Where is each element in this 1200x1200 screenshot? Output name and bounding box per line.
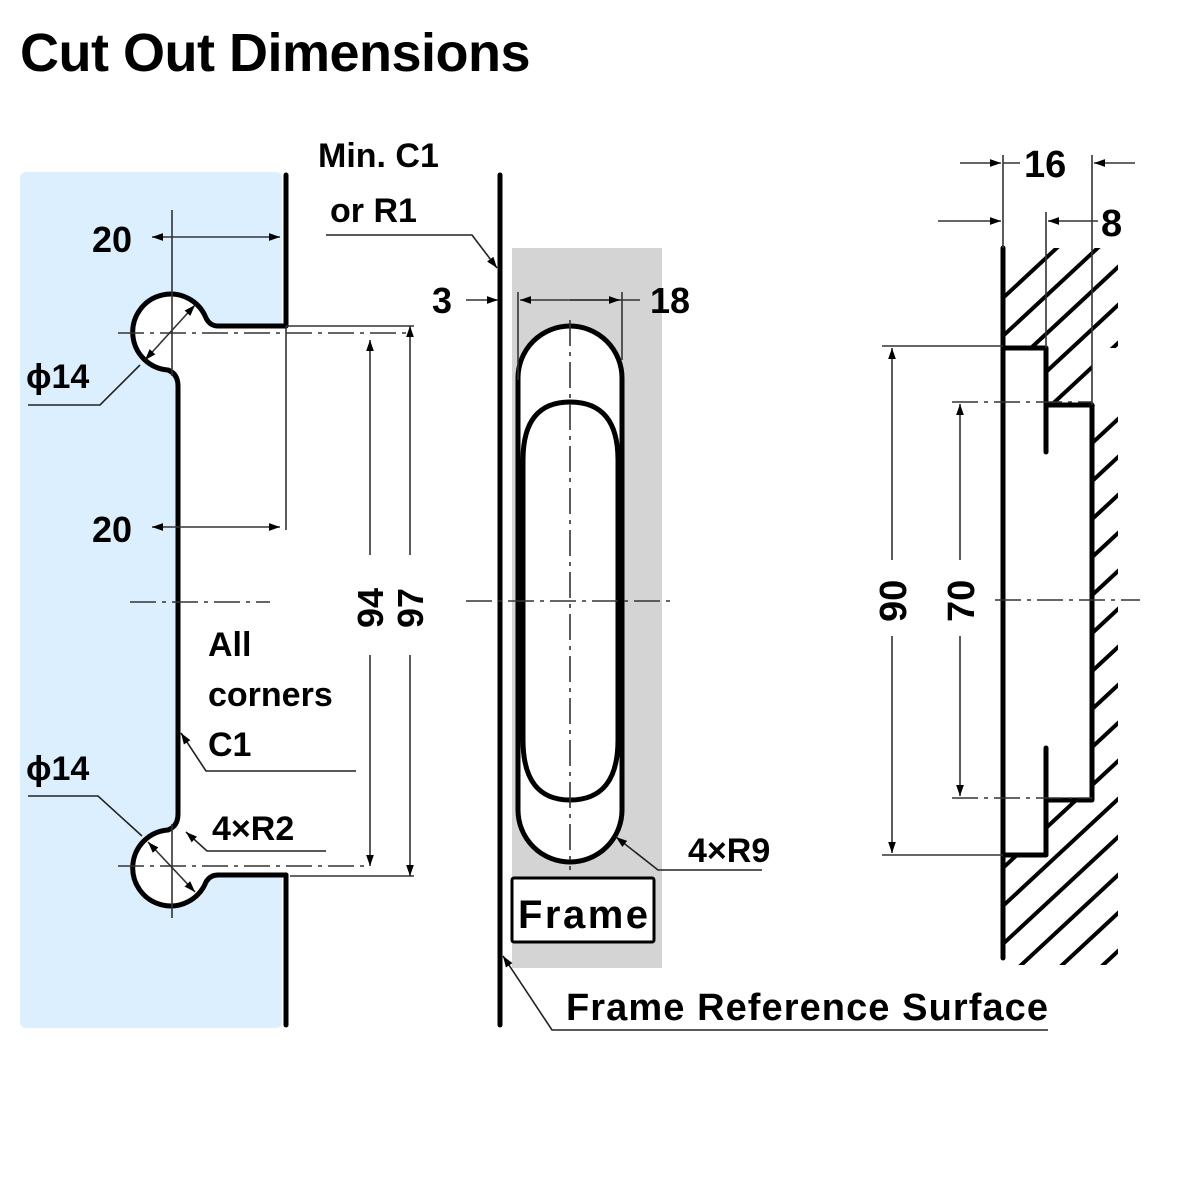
hole-bottom-leader xyxy=(28,795,143,837)
hatch-line xyxy=(990,1092,1130,1200)
hatch-line xyxy=(1092,520,1118,654)
dim-18-label: 18 xyxy=(650,280,690,321)
hatch-region xyxy=(990,405,1130,1200)
dim-97-label: 97 xyxy=(390,588,431,628)
radius-r9-label: 4×R9 xyxy=(688,832,770,870)
section-pocket-step-top xyxy=(1043,402,1095,803)
radius-r9-leader xyxy=(615,836,762,871)
dim-94-label: 94 xyxy=(350,588,391,628)
hatch-line xyxy=(990,1054,1130,1184)
hole-top-leader xyxy=(28,364,141,406)
dim-3-label: 3 xyxy=(432,280,452,321)
section-pocket-top xyxy=(1000,345,1049,455)
hatch-line xyxy=(990,1016,1130,1146)
corner-note-line-1: All xyxy=(208,626,251,664)
hole-bottom-label: ϕ14 xyxy=(26,750,89,788)
chamfer-note-leader xyxy=(326,234,498,269)
frame-view: 3 18 Min. C1 or R1 4×R9 Frame Frame Refe… xyxy=(318,137,1048,1031)
hatch-line xyxy=(1092,672,1118,800)
hatch-line xyxy=(990,370,1130,500)
hatch-line xyxy=(990,1054,1130,1184)
dim-70-label: 70 xyxy=(941,580,983,622)
frame-slot-inner xyxy=(520,399,621,803)
hatch-line xyxy=(1092,748,1118,800)
dim-20-top-label: 20 xyxy=(92,219,132,260)
hatch-line xyxy=(1092,710,1118,800)
hatch-line xyxy=(1092,444,1118,578)
hatch-line xyxy=(1092,482,1118,616)
dim-8-label: 8 xyxy=(1101,203,1122,245)
chamfer-note-line-2: or R1 xyxy=(330,192,417,230)
chamfer-note-line-1: Min. C1 xyxy=(318,137,439,175)
section-pocket-bottom xyxy=(1000,745,1049,858)
reference-surface-leader xyxy=(502,955,1048,1031)
door-cutout-view: 20 20 ϕ14 ϕ14 All corners C1 4×R2 94 97 xyxy=(20,172,431,1028)
dim-20-mid-label: 20 xyxy=(92,509,132,550)
hatch-line xyxy=(1003,824,1118,958)
reference-surface-label: Frame Reference Surface xyxy=(566,987,1048,1029)
corner-note-line-2: corners xyxy=(208,676,333,714)
hatch-line xyxy=(1003,248,1118,350)
radius-r2-label: 4×R2 xyxy=(212,810,294,848)
cutout-pocket xyxy=(178,326,286,875)
section-hatching xyxy=(990,248,1130,1200)
corner-note-leader xyxy=(180,732,356,772)
radius-r2-leader xyxy=(185,831,326,852)
section-view: 16 8 90 70 xyxy=(873,144,1140,1200)
hatch-line xyxy=(1092,405,1118,502)
hatch-line xyxy=(1003,800,1118,882)
drawing-title: Cut Out Dimensions xyxy=(20,23,531,83)
hatch-line xyxy=(1003,862,1118,965)
hole-bottom-diameter xyxy=(147,841,196,893)
hatch-line xyxy=(990,1054,1130,1184)
pocket-outline xyxy=(130,291,289,909)
hatch-line xyxy=(1003,938,1118,965)
frame-label-box xyxy=(510,876,656,944)
hatch-line xyxy=(1003,248,1118,312)
hole-top-diameter xyxy=(144,304,196,361)
dim-90-label: 90 xyxy=(873,580,915,622)
hatch-region xyxy=(990,370,1130,1200)
hatch-line xyxy=(990,1016,1130,1146)
hatch-region xyxy=(990,248,1130,1200)
hatch-line xyxy=(1003,368,1118,405)
hatch-line xyxy=(1092,634,1118,768)
corner-note-line-3: C1 xyxy=(208,726,251,764)
hatch-line xyxy=(990,1092,1130,1200)
hatch-line xyxy=(1092,596,1118,730)
hatch-line xyxy=(1003,800,1118,920)
dim-16-label: 16 xyxy=(1024,144,1066,186)
hatch-line xyxy=(1003,254,1118,388)
hatch-line xyxy=(1003,330,1118,405)
hole-top-label: ϕ14 xyxy=(26,358,89,396)
hatch-line xyxy=(990,1016,1130,1146)
hatch-line xyxy=(1003,900,1118,965)
hatch-line xyxy=(1092,558,1118,692)
hatch-line xyxy=(1092,406,1118,540)
frame-label: Frame xyxy=(518,893,648,937)
hatch-line xyxy=(990,1092,1130,1200)
